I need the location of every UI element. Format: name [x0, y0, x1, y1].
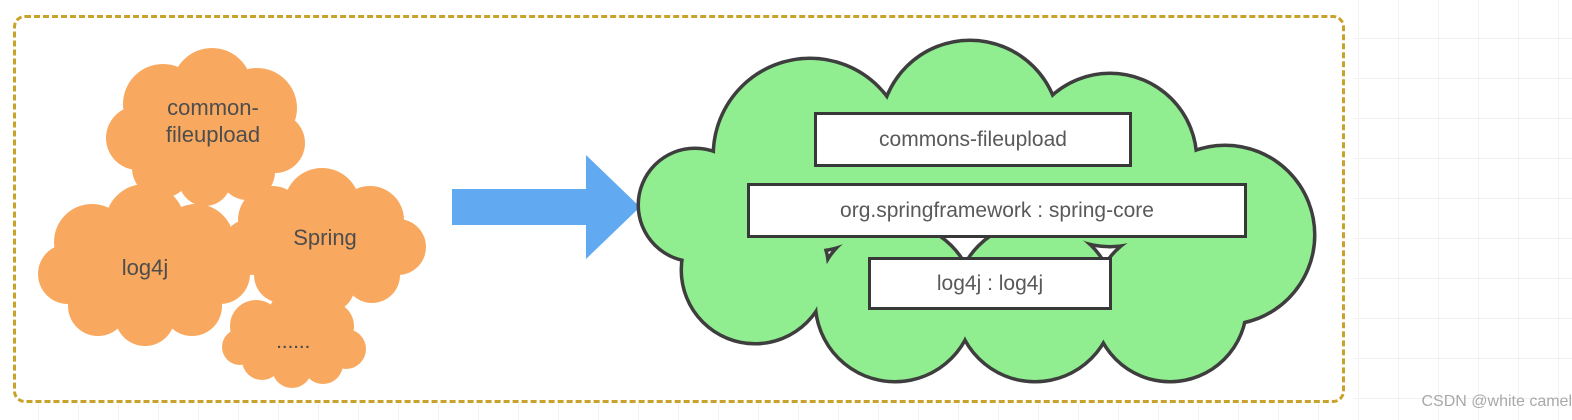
- dependency-box-label: org.springframework : spring-core: [840, 198, 1154, 222]
- dependency-clouds-group: [38, 48, 426, 388]
- cloud-label-line: common-: [167, 95, 259, 120]
- cloud-label-spring: Spring: [293, 225, 357, 250]
- cloud-label-common-fileupload: common-fileupload: [128, 94, 298, 148]
- cloud-spring: [222, 168, 426, 313]
- cloud-label-log4j: log4j: [121, 255, 169, 280]
- cloud-label-line: fileupload: [165, 122, 261, 147]
- cloud-label-more: ......: [276, 335, 311, 352]
- watermark: CSDN @white camel: [1421, 393, 1572, 410]
- cloud-common-fileupload: [106, 48, 305, 206]
- dependency-box-label: log4j : log4j: [936, 271, 1044, 295]
- dependency-box-label: commons-fileupload: [879, 127, 1067, 151]
- cloud-more-dependencies: [222, 290, 366, 388]
- dependency-box-log4j: log4j : log4j: [868, 257, 1112, 310]
- diagram-canvas: common-fileupload Spring log4j ......: [13, 15, 1345, 403]
- arrow-right-icon: [452, 155, 640, 259]
- dependency-box-commons-fileupload: commons-fileupload: [814, 112, 1132, 167]
- cloud-log4j: [38, 184, 250, 346]
- dependency-box-spring-core: org.springframework : spring-core: [747, 183, 1247, 238]
- dashed-border: [13, 15, 1345, 403]
